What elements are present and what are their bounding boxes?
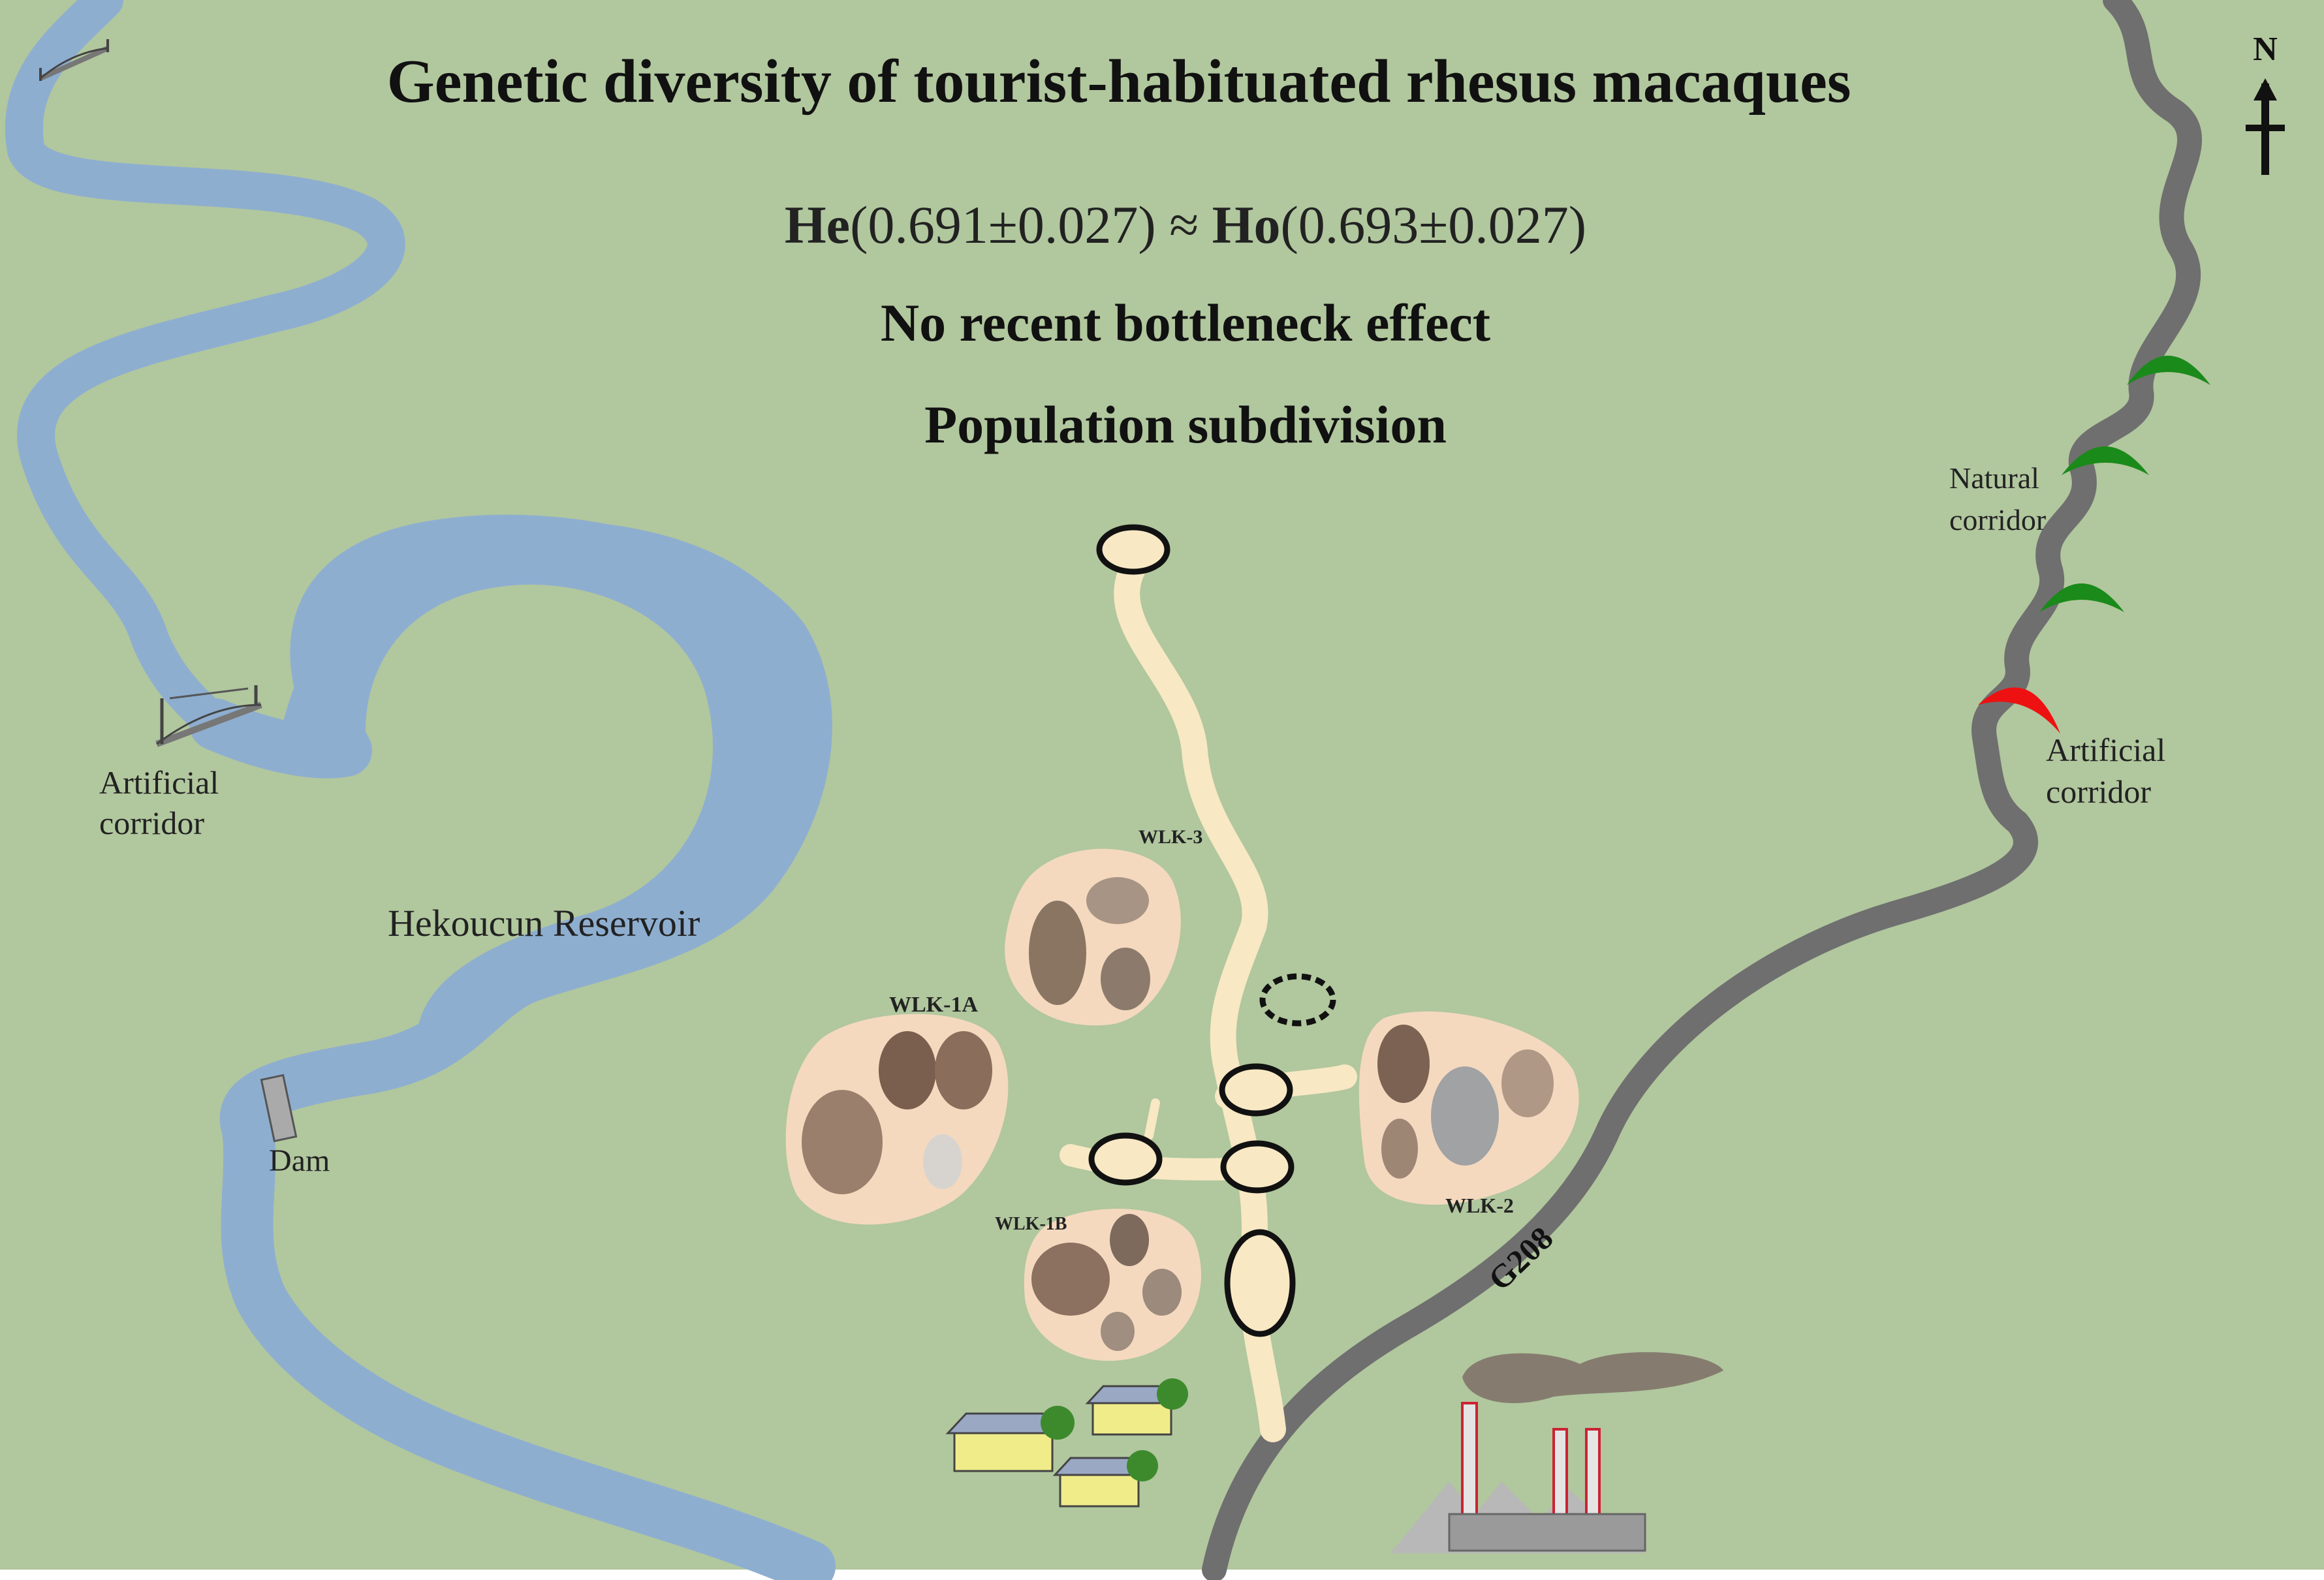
ho-label: Ho [1212, 195, 1281, 255]
diversity-stats: He(0.691±0.027) ≈ Ho(0.693±0.027) [785, 195, 1586, 255]
factory-icon [1390, 1352, 1723, 1553]
reservoir-body [281, 519, 818, 1057]
natural-corridor-label-2: corridor [1949, 503, 2046, 536]
finding-bottleneck: No recent bottleneck effect [881, 293, 1490, 352]
group-area-wlk-3 [1005, 848, 1181, 1026]
sampling-site [1096, 524, 1170, 575]
group-label-wlk-1b: WLK-1B [995, 1214, 1067, 1234]
he-value: (0.691±0.027) [850, 195, 1156, 255]
suspension-bridge-icon [155, 685, 262, 747]
sampling-site [1219, 1063, 1293, 1117]
natural-corridor-label-1: Natural [1949, 461, 2039, 495]
group-label-wlk-3: WLK-3 [1138, 826, 1202, 848]
house-icon [945, 1406, 1075, 1472]
sampling-site [1220, 1140, 1295, 1194]
suspension-bridge-icon [39, 39, 109, 81]
red-arc-icon [1978, 687, 2060, 734]
green-arc-icon [2039, 583, 2124, 612]
group-label-wlk-2: WLK-2 [1445, 1194, 1514, 1217]
ho-value: (0.693±0.027) [1281, 195, 1587, 255]
artificial-corridor-left-label-2: corridor [99, 805, 204, 841]
house-icon [1052, 1450, 1158, 1508]
house-icon [1085, 1378, 1188, 1436]
finding-subdivision: Population subdivision [924, 395, 1447, 454]
he-label: He [785, 195, 850, 255]
map-title: Genetic diversity of tourist-habituated … [387, 48, 1851, 116]
group-area-wlk-2 [1358, 1011, 1579, 1205]
dam-label: Dam [269, 1143, 330, 1178]
artificial-corridor-right-label-2: corridor [2046, 773, 2151, 810]
north-arrow-icon: N [2246, 31, 2285, 175]
sampling-site [1088, 1132, 1163, 1186]
dam-icon [260, 1074, 298, 1143]
north-label: N [2253, 31, 2278, 68]
group-area-wlk-1b [1024, 1209, 1201, 1361]
reservoir-label: Hekoucun Reservoir [388, 902, 700, 944]
artificial-corridor-right-label-1: Artificial [2046, 732, 2165, 768]
sampling-sites [1088, 524, 1336, 1337]
river-thin [5, 0, 405, 743]
bottom-margin [0, 1570, 2324, 1580]
green-arc-icon [2127, 356, 2210, 385]
group-label-wlk-1a: WLK-1A [889, 993, 978, 1017]
sampling-site-dashed [1259, 973, 1336, 1027]
approx-symbol: ≈ [1156, 195, 1212, 255]
group-area-wlk-1a [785, 1014, 1009, 1225]
artificial-corridor-left-label-1: Artificial [99, 764, 219, 801]
sampling-site [1224, 1229, 1296, 1337]
green-arc-icon [2062, 446, 2149, 475]
